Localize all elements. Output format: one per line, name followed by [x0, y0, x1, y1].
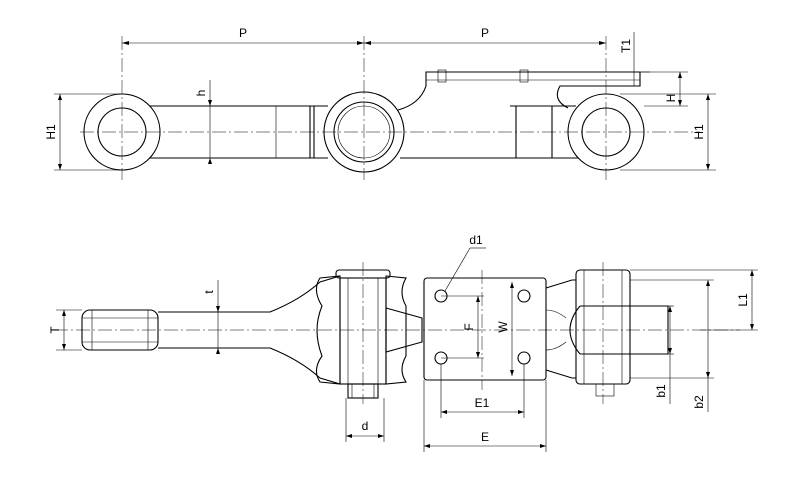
E1-dimension: E1 [440, 364, 525, 418]
b2-dimension: b2 [630, 279, 714, 412]
t-dimension: t [202, 280, 220, 354]
label-E1: E1 [475, 396, 490, 410]
side-view: P P T1 h H H1 [44, 26, 716, 180]
label-H1-left: H1 [44, 124, 58, 140]
E-dimension: E [423, 380, 547, 452]
H1-left-dimension: H1 [44, 93, 122, 171]
label-T: T [48, 326, 62, 334]
label-p-right: P [481, 26, 489, 40]
pitch-dimension: P P [122, 26, 606, 45]
bolt-hole-br [517, 351, 531, 365]
b1-dimension: b1 [654, 305, 674, 404]
bolt-hole-tr [517, 289, 531, 303]
label-h: h [194, 90, 208, 97]
d-dimension: d [345, 398, 385, 442]
W-dimension: W [496, 282, 514, 376]
label-H: H [664, 94, 678, 103]
label-b2: b2 [692, 395, 706, 409]
label-H1-right: H1 [692, 124, 706, 140]
right-fork-end [569, 269, 669, 397]
F-dimension: F [441, 295, 484, 359]
label-W: W [496, 321, 510, 333]
H-dimension: H [640, 71, 688, 107]
top-view: d1 t T F W [48, 233, 758, 452]
label-E: E [481, 430, 489, 444]
H1-right-dimension: H1 [620, 93, 716, 171]
label-t: t [202, 290, 216, 294]
t1-dimension: T1 [619, 32, 650, 86]
d1-callout: d1 [444, 233, 486, 292]
label-t1: T1 [619, 39, 633, 53]
right-shank-with-attachment [397, 69, 641, 159]
label-L1: L1 [736, 293, 750, 307]
stem [158, 275, 341, 385]
label-d: d [362, 419, 369, 433]
label-F: F [462, 323, 476, 330]
T-dimension: T [48, 309, 82, 351]
h-dimension: h [194, 80, 212, 164]
label-b1: b1 [654, 384, 668, 398]
label-d1: d1 [469, 233, 483, 247]
label-p-left: P [239, 26, 247, 40]
L1-dimension: L1 [630, 269, 758, 331]
